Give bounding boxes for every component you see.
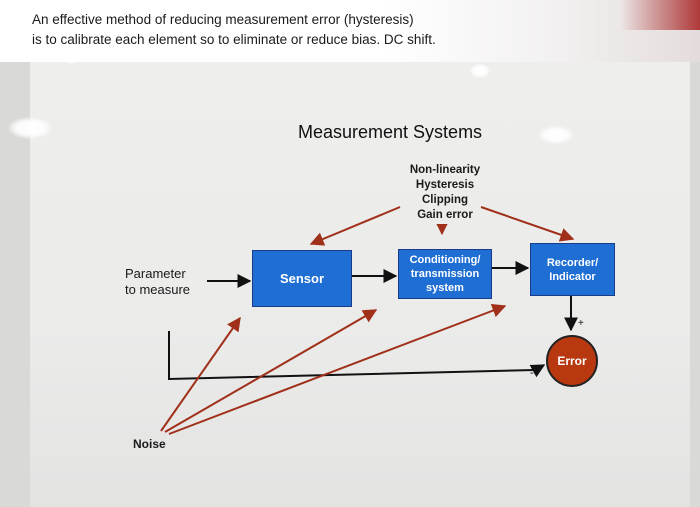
conditioning-label-line: transmission: [410, 268, 480, 280]
recorder-block: Recorder/ Indicator: [530, 243, 615, 296]
sensor-block: Sensor: [252, 250, 352, 307]
error-node: Error: [546, 335, 598, 387]
caption-text: An effective method of reducing measurem…: [32, 10, 652, 50]
sensor-label: Sensor: [279, 271, 325, 286]
conditioning-label-line: system: [426, 282, 464, 294]
parameter-label: Parameter to measure: [125, 266, 190, 298]
glare-spot: [8, 117, 52, 139]
nonideality-item: Clipping: [422, 194, 468, 206]
caption-bar: An effective method of reducing measurem…: [0, 0, 700, 62]
diagram-title: Measurement Systems: [298, 122, 483, 142]
parameter-label-line: to measure: [125, 282, 191, 297]
nonideality-arrow-right: [480, 206, 575, 242]
noise-arrow-sensor: [160, 316, 241, 432]
recorder-label-line: Recorder/: [546, 256, 599, 269]
parameter-label-line: Parameter: [125, 266, 186, 281]
nonideality-item: Non-linearity: [409, 164, 481, 176]
edge-shadow: [620, 0, 700, 30]
reference-path: [168, 331, 536, 381]
nonideality-item: Hysteresis: [415, 179, 475, 191]
error-label: Error: [557, 354, 587, 368]
glare-spot: [470, 64, 490, 78]
noise-label: Noise: [133, 437, 166, 451]
conditioning-block: Conditioning/ transmission system: [398, 249, 492, 299]
minus-sign: -: [530, 367, 534, 379]
caption-line-1: An effective method of reducing measurem…: [32, 12, 414, 27]
caption-line-2: is to calibrate each element so to elimi…: [32, 32, 436, 47]
recorder-label-line: Indicator: [549, 270, 596, 283]
reference-arrow: [529, 364, 546, 378]
glare-spot: [538, 126, 574, 144]
conditioning-label-line: Conditioning/: [409, 254, 481, 266]
nonideality-list: Non-linearity Hysteresis Clipping Gain e…: [395, 163, 495, 223]
glare-spot: [62, 50, 80, 64]
nonideality-arrow-left: [309, 206, 401, 246]
noise-arrow-recorder: [168, 303, 507, 435]
noise-arrow-conditioning: [164, 309, 378, 433]
plus-sign: +: [578, 318, 584, 329]
nonideality-item: Gain error: [417, 209, 473, 221]
